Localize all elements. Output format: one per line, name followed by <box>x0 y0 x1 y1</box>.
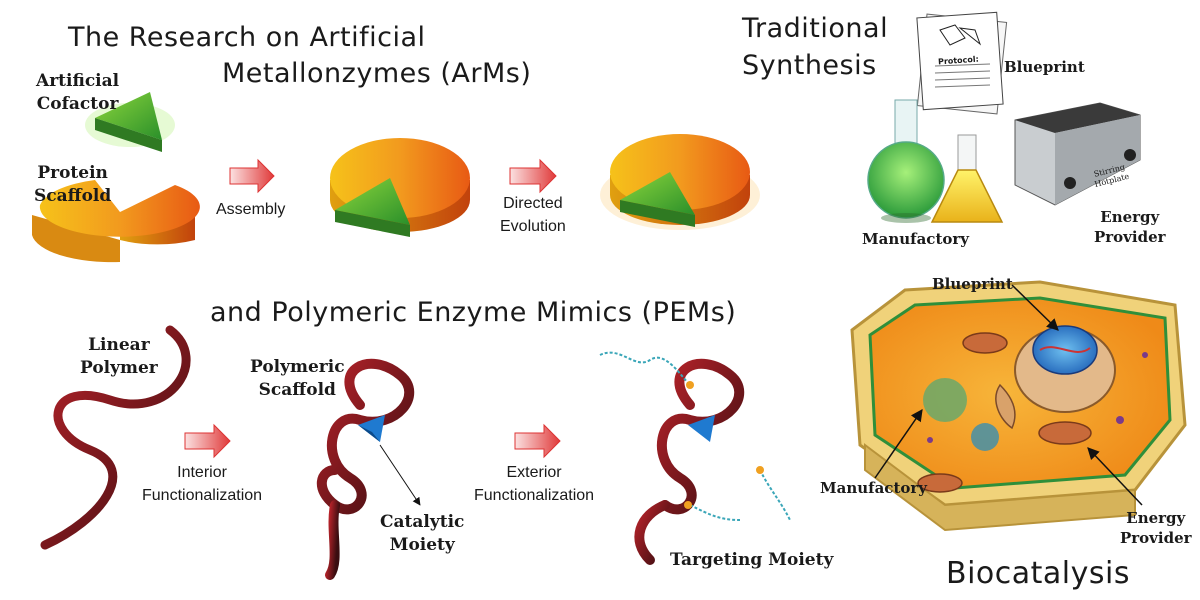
yellow-flask <box>930 134 1004 223</box>
cofactor-label: Artificial Cofactor <box>36 70 119 116</box>
bio-energy-label: Energy Provider <box>1120 508 1192 548</box>
linear-polymer-ribbon <box>40 325 191 550</box>
directed-evolution-label: Directed Evolution <box>500 192 566 238</box>
polymeric-scaffold-label: Polymeric Scaffold <box>250 356 345 402</box>
cofactor-wedge <box>85 92 175 152</box>
cofactor-label-line1: Artificial <box>36 71 120 91</box>
trad-blueprint-label: Blueprint <box>1004 58 1085 76</box>
pems-title: and Polymeric Enzyme Mimics (PEMs) <box>210 297 737 328</box>
catalytic-moiety-line2: Moiety <box>389 535 455 555</box>
trad-energy-label: Energy Provider <box>1094 207 1166 247</box>
interior-functionalization-arrow <box>184 423 231 459</box>
biocatalysis-title: Biocatalysis <box>946 556 1130 591</box>
bio-manufactory-pointer <box>874 409 923 479</box>
assembly-label: Assembly <box>216 201 286 218</box>
targeted-scaffold-ribbon <box>634 358 745 565</box>
bio-energy-line1: Energy <box>1126 509 1186 527</box>
scaffold-label-line2: Scaffold <box>34 186 112 206</box>
traditional-title-line1: Traditional <box>742 13 889 44</box>
exterior-functionalization-label: Exterior Functionalization <box>474 461 594 507</box>
organelles <box>917 332 1148 493</box>
interior-functionalization-label: Interior Functionalization <box>142 461 262 507</box>
bio-energy-pointer <box>1087 447 1143 506</box>
targeting-moiety-strands <box>599 351 791 521</box>
stirring-hotplate <box>1014 102 1141 206</box>
exterior-functionalization-line1: Exterior <box>506 464 562 481</box>
linear-polymer-line1: Linear <box>88 335 150 355</box>
assembled-pie-1 <box>330 138 470 237</box>
bio-manufactory-label: Manufactory <box>820 479 927 497</box>
scaffold-label-line1: Protein <box>37 163 108 183</box>
cofactor-label-line2: Cofactor <box>36 94 119 114</box>
arms-title-line2: Metallonzymes (ArMs) <box>222 58 532 89</box>
directed-evolution-line2: Evolution <box>500 218 566 235</box>
targeting-moiety-label: Targeting Moiety <box>670 550 834 570</box>
protein-scaffold-pie <box>32 180 200 263</box>
assembly-arrow <box>229 158 275 194</box>
polymeric-scaffold-line1: Polymeric <box>250 357 345 377</box>
polymeric-scaffold-line2: Scaffold <box>258 380 336 400</box>
trad-energy-line2: Provider <box>1094 228 1166 246</box>
bio-blueprint-pointer <box>1011 284 1059 331</box>
catalytic-pointer <box>379 444 421 506</box>
directed-evolution-line1: Directed <box>503 195 563 212</box>
green-flask <box>867 99 945 223</box>
catalytic-moiety-cone <box>358 415 385 442</box>
interior-functionalization-line1: Interior <box>177 464 227 481</box>
interior-functionalization-line2: Functionalization <box>142 487 263 504</box>
exterior-functionalization-arrow <box>514 423 561 459</box>
catalytic-moiety-cone-2 <box>688 415 715 442</box>
traditional-title-line2: Synthesis <box>742 50 877 81</box>
bio-energy-line2: Provider <box>1120 529 1192 547</box>
directed-evolution-arrow <box>509 158 557 194</box>
trad-energy-line1: Energy <box>1100 208 1160 226</box>
linear-polymer-label: Linear Polymer <box>80 334 158 380</box>
nucleus <box>1014 325 1116 413</box>
polymeric-scaffold-ribbon <box>316 358 415 580</box>
catalytic-moiety-label: Catalytic Moiety <box>380 511 464 557</box>
linear-polymer-line2: Polymer <box>80 358 158 378</box>
catalytic-moiety-line1: Catalytic <box>380 512 465 532</box>
blueprint-paper <box>916 11 1008 115</box>
exterior-functionalization-line2: Functionalization <box>474 487 595 504</box>
scaffold-label: Protein Scaffold <box>34 162 111 208</box>
assembled-pie-2 <box>600 134 760 230</box>
trad-manufactory-label: Manufactory <box>862 230 969 248</box>
cytoplasm <box>868 296 1172 490</box>
arms-title-line1: The Research on Artificial <box>68 22 426 53</box>
bio-blueprint-label: Blueprint <box>932 275 1013 293</box>
